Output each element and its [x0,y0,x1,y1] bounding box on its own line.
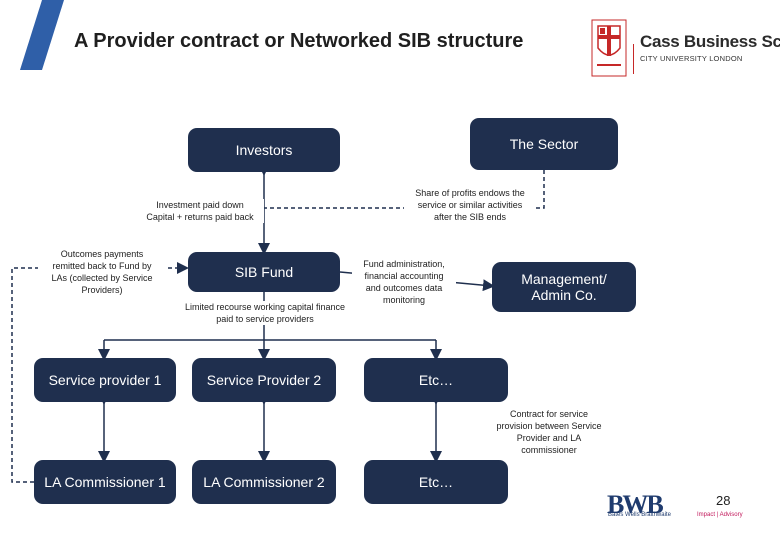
etc-commissioner-box: Etc… [364,460,508,504]
investors-box: Investors [188,128,340,172]
management-box: Management/ Admin Co. [492,262,636,312]
bwb-name: Bates Wells Braithwaite [608,512,671,518]
service-provider-1-box: Service provider 1 [34,358,176,402]
limited-recourse-label: Limited recourse working capital finance… [170,301,360,325]
la-commissioner-2-box: LA Commissioner 2 [192,460,336,504]
fund-administration-label: Fund administration, financial accountin… [352,258,456,306]
la-commissioner-1-box: LA Commissioner 1 [34,460,176,504]
cass-crest-icon [591,19,634,77]
investment-label: Investment paid down Capital + returns p… [136,199,264,223]
sib-fund-box: SIB Fund [188,252,340,292]
contract-for-service-label: Contract for service provision between S… [484,408,614,456]
page-title: A Provider contract or Networked SIB str… [74,30,524,52]
sector-dashed-line [264,170,545,209]
page-number: 28 [716,493,731,508]
the-sector-box: The Sector [470,118,618,170]
logo-tagline: CITY UNIVERSITY LONDON [640,54,743,63]
outcomes-payments-label: Outcomes payments remitted back to Fund … [38,248,166,296]
etc-provider-box: Etc… [364,358,508,402]
service-provider-2-box: Service Provider 2 [192,358,336,402]
bwb-tagline: Impact | Advisory [697,512,743,518]
logo-name: Cass Business School [640,32,780,51]
bwb-logo: BWB [607,490,664,519]
share-of-profits-label: Share of profits endows the service or s… [404,187,536,223]
